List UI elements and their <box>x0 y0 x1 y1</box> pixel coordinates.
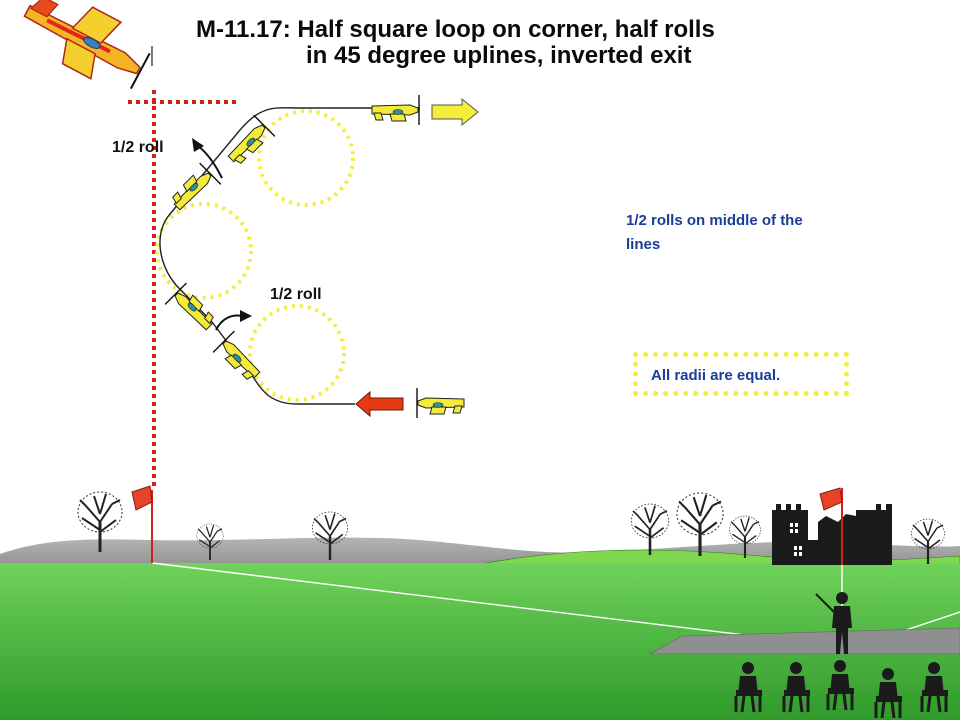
tree-icon <box>630 502 670 557</box>
upper-roll-label: 1/2 roll <box>112 139 164 156</box>
radius-circle <box>257 109 355 207</box>
figure-title-line-2: in 45 degree uplines, inverted exit <box>306 42 692 69</box>
aircraft-icon <box>371 94 420 126</box>
figure-title-line-1: M-11.17: Half square loop on corner, hal… <box>196 16 715 43</box>
entry-arrow <box>355 390 404 418</box>
rolls-note-line-2: lines <box>626 236 661 253</box>
runway <box>648 627 960 655</box>
radii-note-box <box>633 352 849 396</box>
aircraft-icon <box>219 114 276 171</box>
radii-note: All radii are equal. <box>651 367 781 384</box>
flag-icon <box>131 485 153 511</box>
field-line-left <box>151 562 853 649</box>
rolls-note-line-1: 1/2 rolls on middle of the <box>626 212 803 229</box>
exit-arrow <box>431 97 479 127</box>
aircraft-icon <box>212 330 269 387</box>
aircraft-icon <box>164 282 221 339</box>
pilot-icon <box>815 592 852 654</box>
flight-path <box>159 107 420 405</box>
aircraft-icon <box>416 387 465 419</box>
flag-icon <box>819 487 843 511</box>
roll-arrow-icon <box>192 138 223 179</box>
lower-roll-label: 1/2 roll <box>270 286 322 303</box>
radius-circle <box>248 304 346 402</box>
radius-circle <box>155 202 253 300</box>
roll-arrow-icon <box>215 310 252 331</box>
logo-aircraft-icon <box>23 0 151 90</box>
castle-icon <box>772 504 892 565</box>
